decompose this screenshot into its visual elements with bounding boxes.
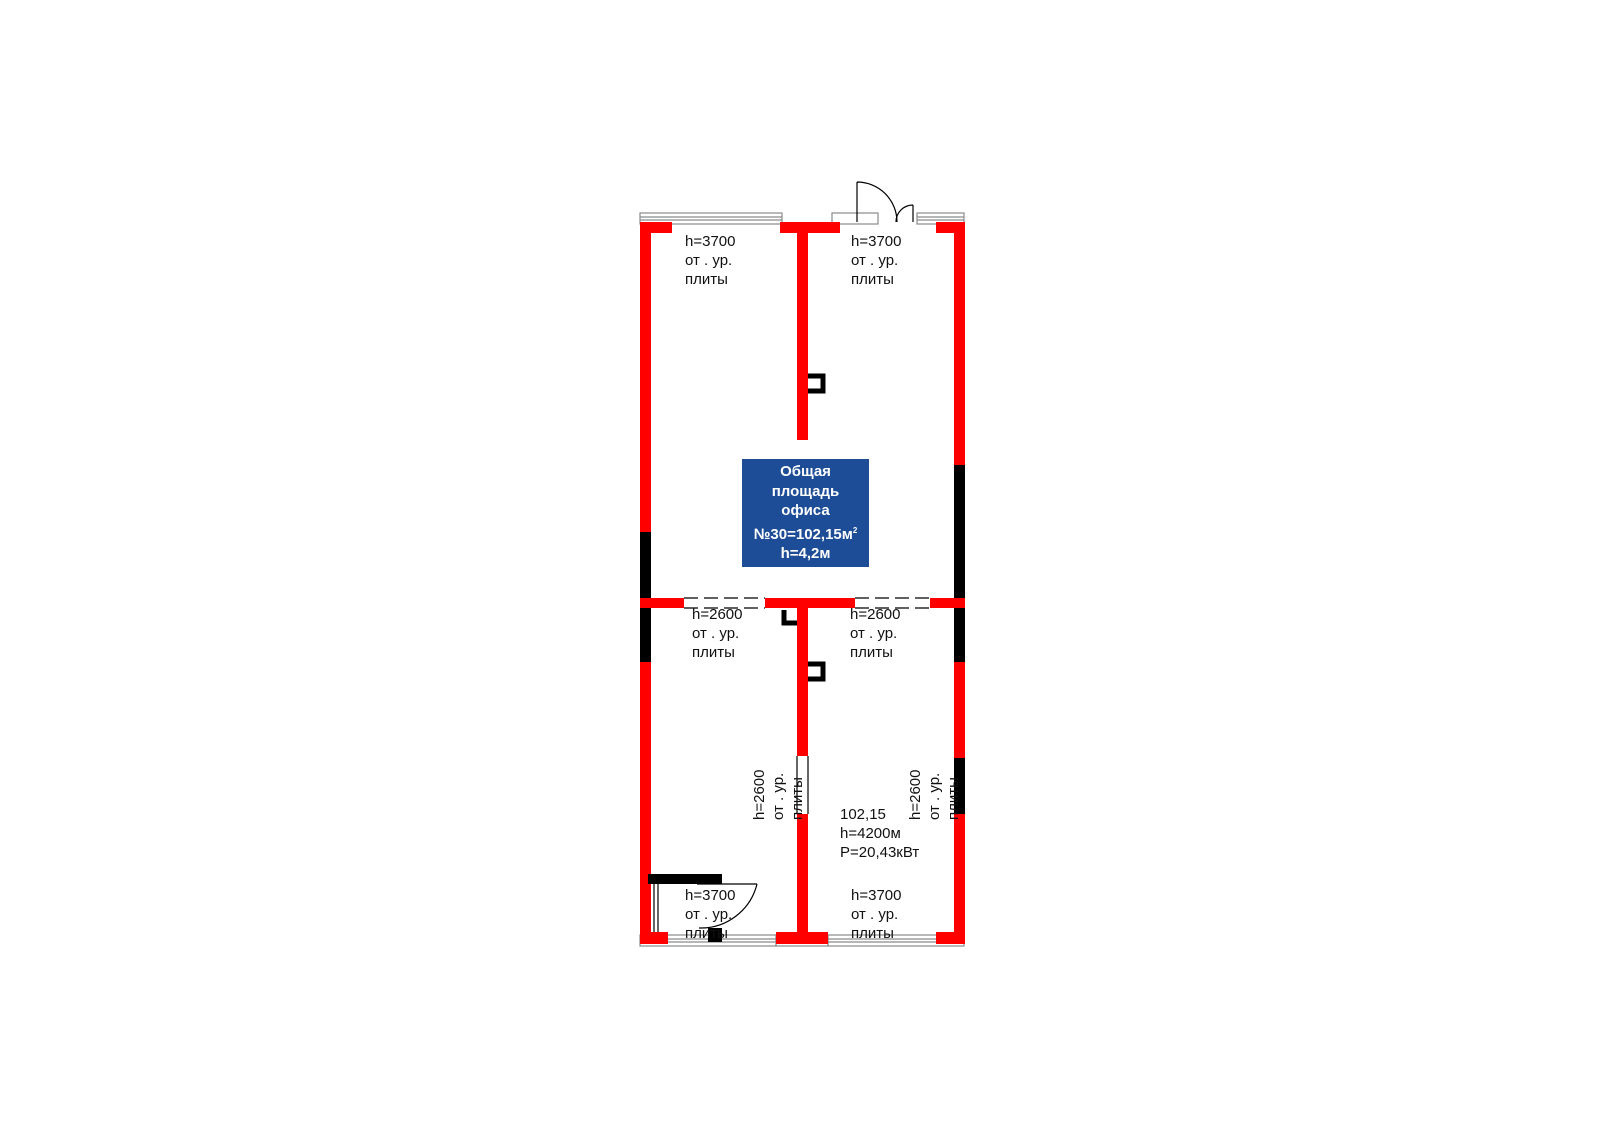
room-top-right-label: h=3700 от . ур. плиты <box>851 232 901 289</box>
height-value: h=3700 <box>685 887 736 904</box>
wall-vertical-left-label: h=2600 от . ур. плиты <box>750 770 807 820</box>
column-right-bottom <box>954 758 965 814</box>
height-ref: от . ур. <box>851 906 899 923</box>
door-entrance-left-leaf <box>856 181 898 223</box>
shafts <box>781 373 826 682</box>
height-value: h=3700 <box>851 887 902 904</box>
height-ref-2: плиты <box>789 777 806 820</box>
height-ref-2: плиты <box>685 271 728 288</box>
partition-top-vertical <box>797 222 808 440</box>
height-ref-2: плиты <box>685 925 728 942</box>
partition-bottom-vertical-lower <box>797 814 808 944</box>
partition-bottom-vertical <box>797 598 808 756</box>
height-ref-2: плиты <box>851 271 894 288</box>
wall-top-right-corner <box>936 222 964 233</box>
height-ref: от . ур. <box>685 906 733 923</box>
wall-bottom-left-corner <box>640 932 668 944</box>
height-value: h=2600 <box>692 606 743 623</box>
room-mid-right-label: h=2600 от . ур. плиты <box>850 605 900 662</box>
door-opening-mid-right <box>855 597 930 609</box>
height-ref: от . ур. <box>850 625 898 642</box>
window-top-middle <box>831 212 879 225</box>
room-mid-left-label: h=2600 от . ур. плиты <box>692 605 742 662</box>
partition-horizontal-mid <box>765 598 855 608</box>
column-bottom-small <box>708 928 722 942</box>
height-ref: от . ур. <box>692 625 740 642</box>
height-ref: от . ур. <box>685 252 733 269</box>
door-entrance-right-leaf <box>895 204 914 223</box>
column-left-upper <box>640 532 651 598</box>
height-ref-2: плиты <box>692 644 735 661</box>
specs-area: 102,15 <box>840 806 886 823</box>
office-specs: 102,15 h=4200м P=20,43кВт <box>840 805 919 862</box>
area-box-line5: h=4,2м <box>780 545 831 563</box>
door-opening-mid-left <box>684 597 765 609</box>
door-bottom-left-inner <box>653 884 659 932</box>
area-box-line2: площадь <box>771 482 840 500</box>
room-bottom-left-label: h=3700 от . ур. плиты <box>685 886 735 943</box>
wall-top-middle <box>780 222 840 233</box>
partition-horizontal-left <box>640 598 684 608</box>
height-ref-2: плиты <box>851 925 894 942</box>
door-bottom-left <box>697 883 758 929</box>
partition-horizontal-right <box>930 598 964 608</box>
height-ref: от . ур. <box>926 772 943 820</box>
height-ref: от . ур. <box>770 772 787 820</box>
window-top-left <box>639 212 783 225</box>
area-box-line3: офиса <box>781 502 830 520</box>
height-value: h=3700 <box>685 233 736 250</box>
shaft-middle <box>808 661 826 682</box>
shaft-top <box>808 373 826 394</box>
column-right-lower <box>954 608 965 662</box>
height-ref-2: плиты <box>850 644 893 661</box>
column-right-upper <box>954 465 965 598</box>
columns <box>640 465 965 942</box>
height-value: h=3700 <box>851 233 902 250</box>
height-ref-2: плиты <box>945 777 962 820</box>
specs-power: P=20,43кВт <box>840 844 920 861</box>
wall-top-left-corner <box>640 222 672 233</box>
total-area-box: Общая площадь офиса №30=102,15м2 h=4,2м <box>742 459 869 567</box>
wall-bottom-right-corner <box>936 932 964 944</box>
height-ref: от . ур. <box>851 252 899 269</box>
door-opening-vertical <box>796 756 809 814</box>
windows-top <box>639 212 965 225</box>
room-top-left-label: h=3700 от . ур. плиты <box>685 232 735 289</box>
specs-height: h=4200м <box>840 825 901 842</box>
column-bottom-left <box>648 874 722 884</box>
area-box-line4: №30=102,15м2 <box>753 525 858 543</box>
doors <box>653 181 930 932</box>
area-box-unit-sup: 2 <box>852 525 858 535</box>
height-value: h=2600 <box>751 769 768 820</box>
height-value: h=2600 <box>850 606 901 623</box>
area-box-line1: Общая <box>780 463 831 481</box>
room-bottom-right-label: h=3700 от . ур. плиты <box>851 886 901 943</box>
shaft-middle-left <box>781 610 797 626</box>
column-left-lower <box>640 608 651 662</box>
